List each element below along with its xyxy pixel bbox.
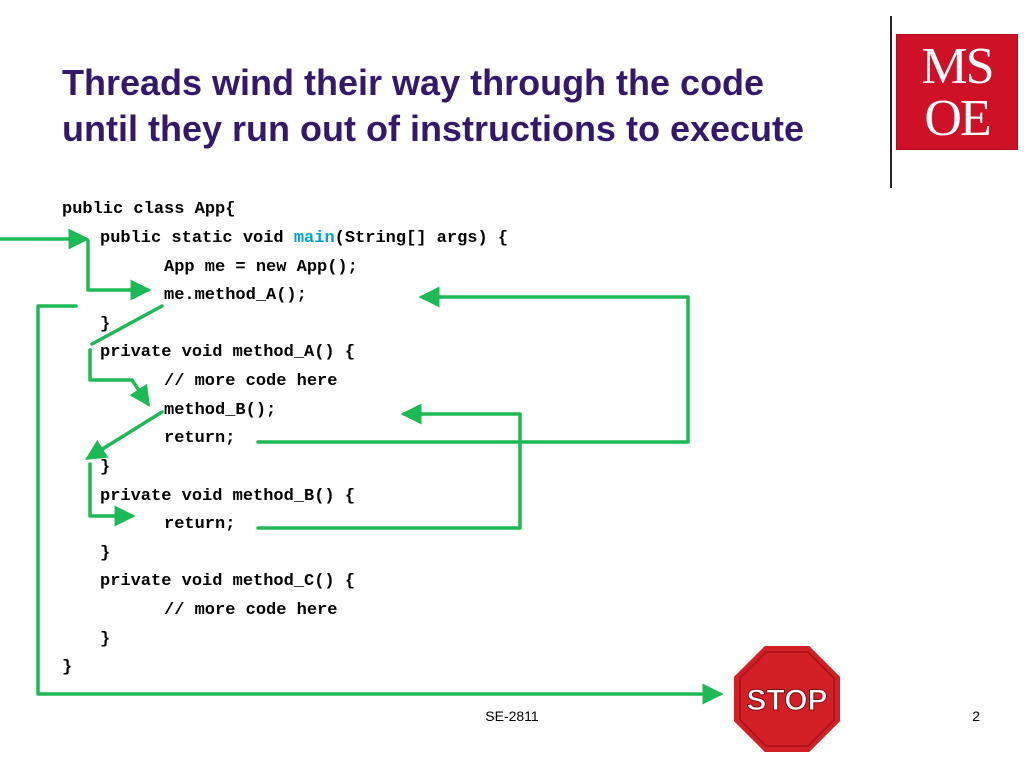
code-line-7: // more code here	[164, 371, 337, 393]
stop-sign-icon: STOP	[730, 642, 844, 756]
code-text: me.method_A();	[164, 286, 307, 305]
code-highlight-main: main	[293, 229, 335, 248]
code-text: public static void	[100, 229, 294, 248]
return-from-method-a-arrow	[256, 286, 690, 444]
code-line-9: return;	[164, 428, 235, 450]
code-text: // more code here	[164, 372, 338, 391]
code-line-11: private void method_B() {	[100, 486, 355, 508]
code-text: return;	[164, 515, 236, 534]
code-line-13: }	[100, 543, 110, 565]
msoe-logo: MS OE	[896, 34, 1018, 150]
code-text: // more code here	[164, 601, 338, 620]
code-text: private void method_C() {	[100, 572, 356, 591]
code-line-8: method_B();	[164, 400, 276, 422]
code-text: }	[100, 315, 111, 334]
call-method-a-arrow	[90, 304, 164, 346]
exit-to-stop-arrow	[36, 304, 724, 705]
stop-sign-text: STOP	[746, 684, 827, 717]
code-text: public class App{	[62, 200, 236, 219]
code-text: App me = new App();	[164, 258, 358, 277]
enter-method-b-arrow	[88, 462, 136, 527]
code-text: }	[100, 544, 111, 563]
header-divider	[890, 16, 892, 188]
code-line-6: private void method_A() {	[100, 342, 355, 364]
code-line-12: return;	[164, 514, 235, 536]
code-text: }	[62, 658, 73, 677]
code-line-16: }	[100, 629, 110, 651]
logo-text-bottom: OE	[924, 90, 991, 147]
main-to-call-arrow	[86, 239, 152, 301]
code-line-4: me.method_A();	[164, 285, 307, 307]
code-line-5: }	[100, 314, 110, 336]
code-text: }	[100, 458, 111, 477]
code-text: return;	[164, 429, 236, 448]
code-line-14: private void method_C() {	[100, 571, 355, 593]
call-method-b-arrow	[85, 410, 164, 460]
code-text: method_B();	[164, 401, 277, 420]
enter-method-a-arrow	[88, 348, 150, 407]
code-line-17: }	[62, 657, 72, 679]
slide-title-line-2: until they run out of instructions to ex…	[62, 108, 805, 149]
code-line-2: public static void main(String[] args) {	[100, 228, 508, 250]
footer-course-code: SE-2811	[485, 708, 539, 724]
code-line-10: }	[100, 457, 110, 479]
code-text: (String[] args) {	[334, 229, 509, 248]
footer-page-number: 2	[972, 708, 980, 724]
return-from-method-b-arrow	[256, 403, 522, 530]
logo-text-top: MS	[921, 38, 994, 95]
slide-title: Threads wind their way through the code …	[62, 60, 902, 152]
code-line-3: App me = new App();	[164, 257, 358, 279]
code-text: private void method_A() {	[100, 343, 356, 362]
code-text: }	[100, 630, 111, 649]
code-line-1: public class App{	[62, 199, 235, 221]
code-line-15: // more code here	[164, 600, 337, 622]
code-text: private void method_B() {	[100, 487, 356, 506]
slide-title-line-1: Threads wind their way through the code	[62, 62, 765, 103]
